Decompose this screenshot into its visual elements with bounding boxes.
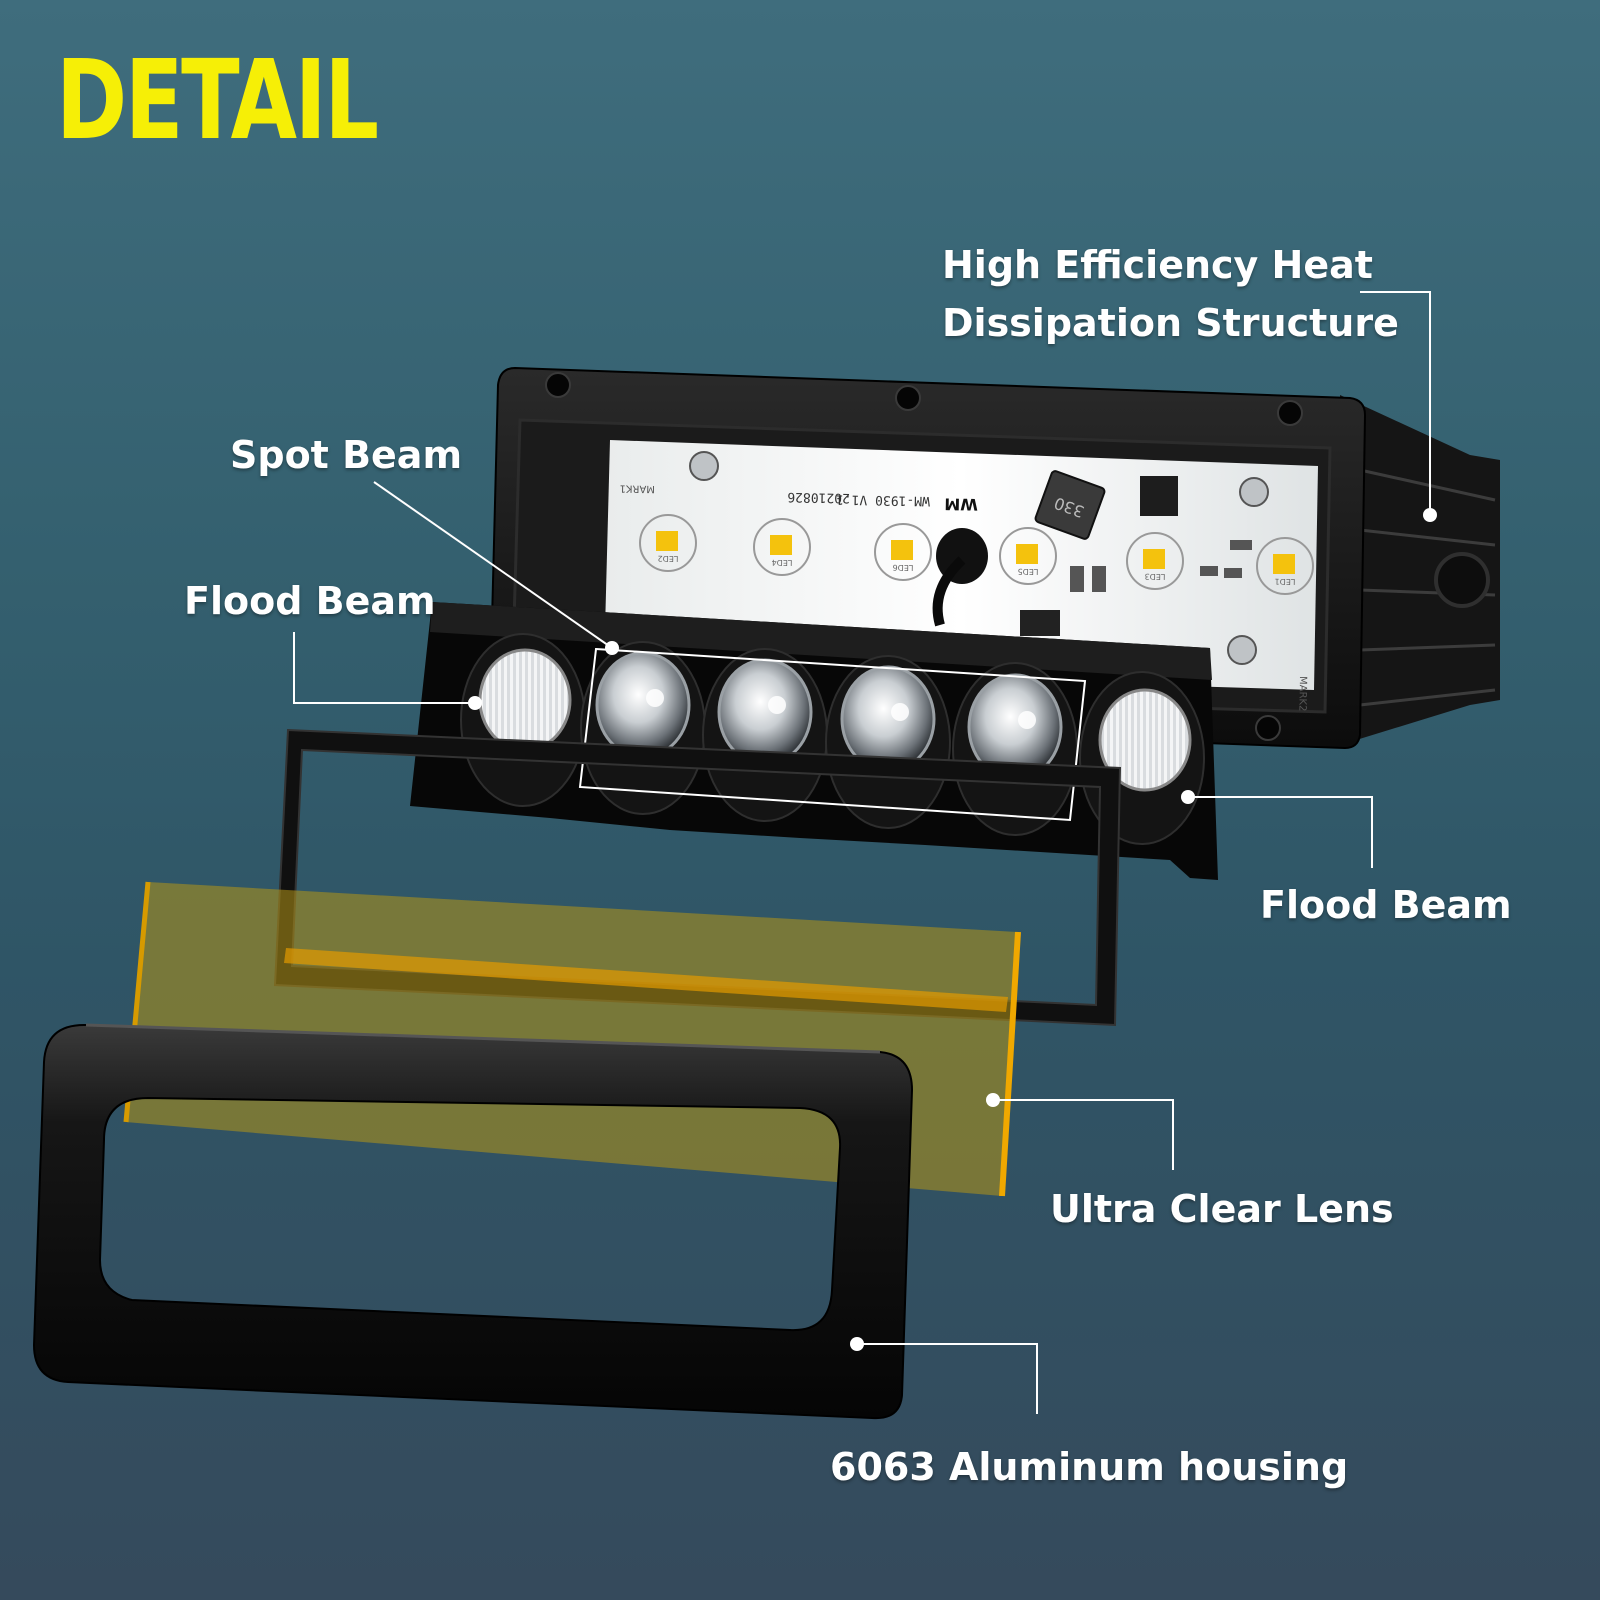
pcb-leds: LED2 LED4 LED6 LED5 LED3 LED1	[639, 514, 1314, 595]
callout-lens	[993, 1099, 1174, 1170]
label-spot-beam: Spot Beam	[230, 433, 463, 477]
smd-parts	[1070, 540, 1252, 592]
led-circuit-board: MARK1 20210826 WM-1930 V1.1 WM 330 LED2 …	[604, 440, 1318, 711]
pcb-logo: WM	[944, 494, 978, 514]
screw-bottom	[1227, 635, 1257, 665]
heat-sink-fins	[1340, 395, 1500, 745]
fin-lines	[1359, 468, 1496, 707]
svg-text:LED6: LED6	[893, 563, 914, 572]
page-title: DETAIL	[56, 36, 379, 164]
callout-flood-left	[293, 632, 475, 704]
pcb-led-1: LED1	[1256, 537, 1314, 595]
spot-beam-outline	[578, 647, 1087, 822]
label-heat-line1: High Efficiency Heat	[942, 243, 1373, 287]
pcb-date: 20210826	[787, 489, 850, 505]
pcb-led-5: LED5	[999, 527, 1057, 585]
screw-top-right	[1239, 477, 1269, 507]
inductor: 330	[1034, 470, 1106, 540]
pcb-mark2: MARK2	[1296, 676, 1308, 712]
pcb-led-4: LED4	[753, 518, 811, 576]
ultra-clear-lens-panel	[123, 881, 1021, 1197]
svg-text:LED3: LED3	[1145, 572, 1166, 581]
pcb-led-6: LED6	[874, 523, 932, 581]
cable-port	[1434, 552, 1490, 608]
svg-text:LED5: LED5	[1018, 567, 1039, 576]
label-ultra-clear-lens: Ultra Clear Lens	[1050, 1187, 1394, 1231]
callout-flood-right	[1188, 796, 1373, 868]
label-heat-dissipation: High Efficiency Heat Dissipation Structu…	[942, 236, 1399, 352]
callout-heat	[1360, 291, 1431, 515]
capacitor	[1020, 610, 1060, 636]
svg-text:LED4: LED4	[772, 558, 793, 567]
mounting-holes	[545, 372, 1303, 741]
callout-spot	[373, 481, 613, 649]
label-flood-beam-left: Flood Beam	[184, 579, 436, 623]
wire	[932, 556, 966, 627]
svg-text:LED2: LED2	[658, 554, 679, 563]
pcb-led-2: LED2	[639, 514, 697, 572]
pcb-led-3: LED3	[1126, 532, 1184, 590]
screw-top-left	[689, 451, 719, 481]
aluminum-front-frame	[32, 1023, 914, 1420]
spot-lenses	[595, 651, 1063, 781]
svg-text:LED1: LED1	[1275, 577, 1296, 586]
pcb-version: WM-1930 V1.1	[836, 491, 930, 508]
spot-lens-centers	[646, 689, 1036, 729]
callout-housing	[857, 1343, 1038, 1414]
flood-lens-left	[478, 648, 572, 752]
label-heat-line2: Dissipation Structure	[942, 301, 1399, 345]
reflector-module	[410, 602, 1218, 880]
label-aluminum-housing: 6063 Aluminum housing	[830, 1445, 1349, 1489]
pcb-mark1: MARK1	[620, 482, 656, 494]
callout-lines	[293, 291, 1431, 1414]
label-flood-beam-right: Flood Beam	[1260, 883, 1512, 927]
flood-lens-right	[1098, 688, 1192, 792]
transistor-q1	[1140, 476, 1178, 516]
callout-dots	[468, 508, 1437, 1351]
